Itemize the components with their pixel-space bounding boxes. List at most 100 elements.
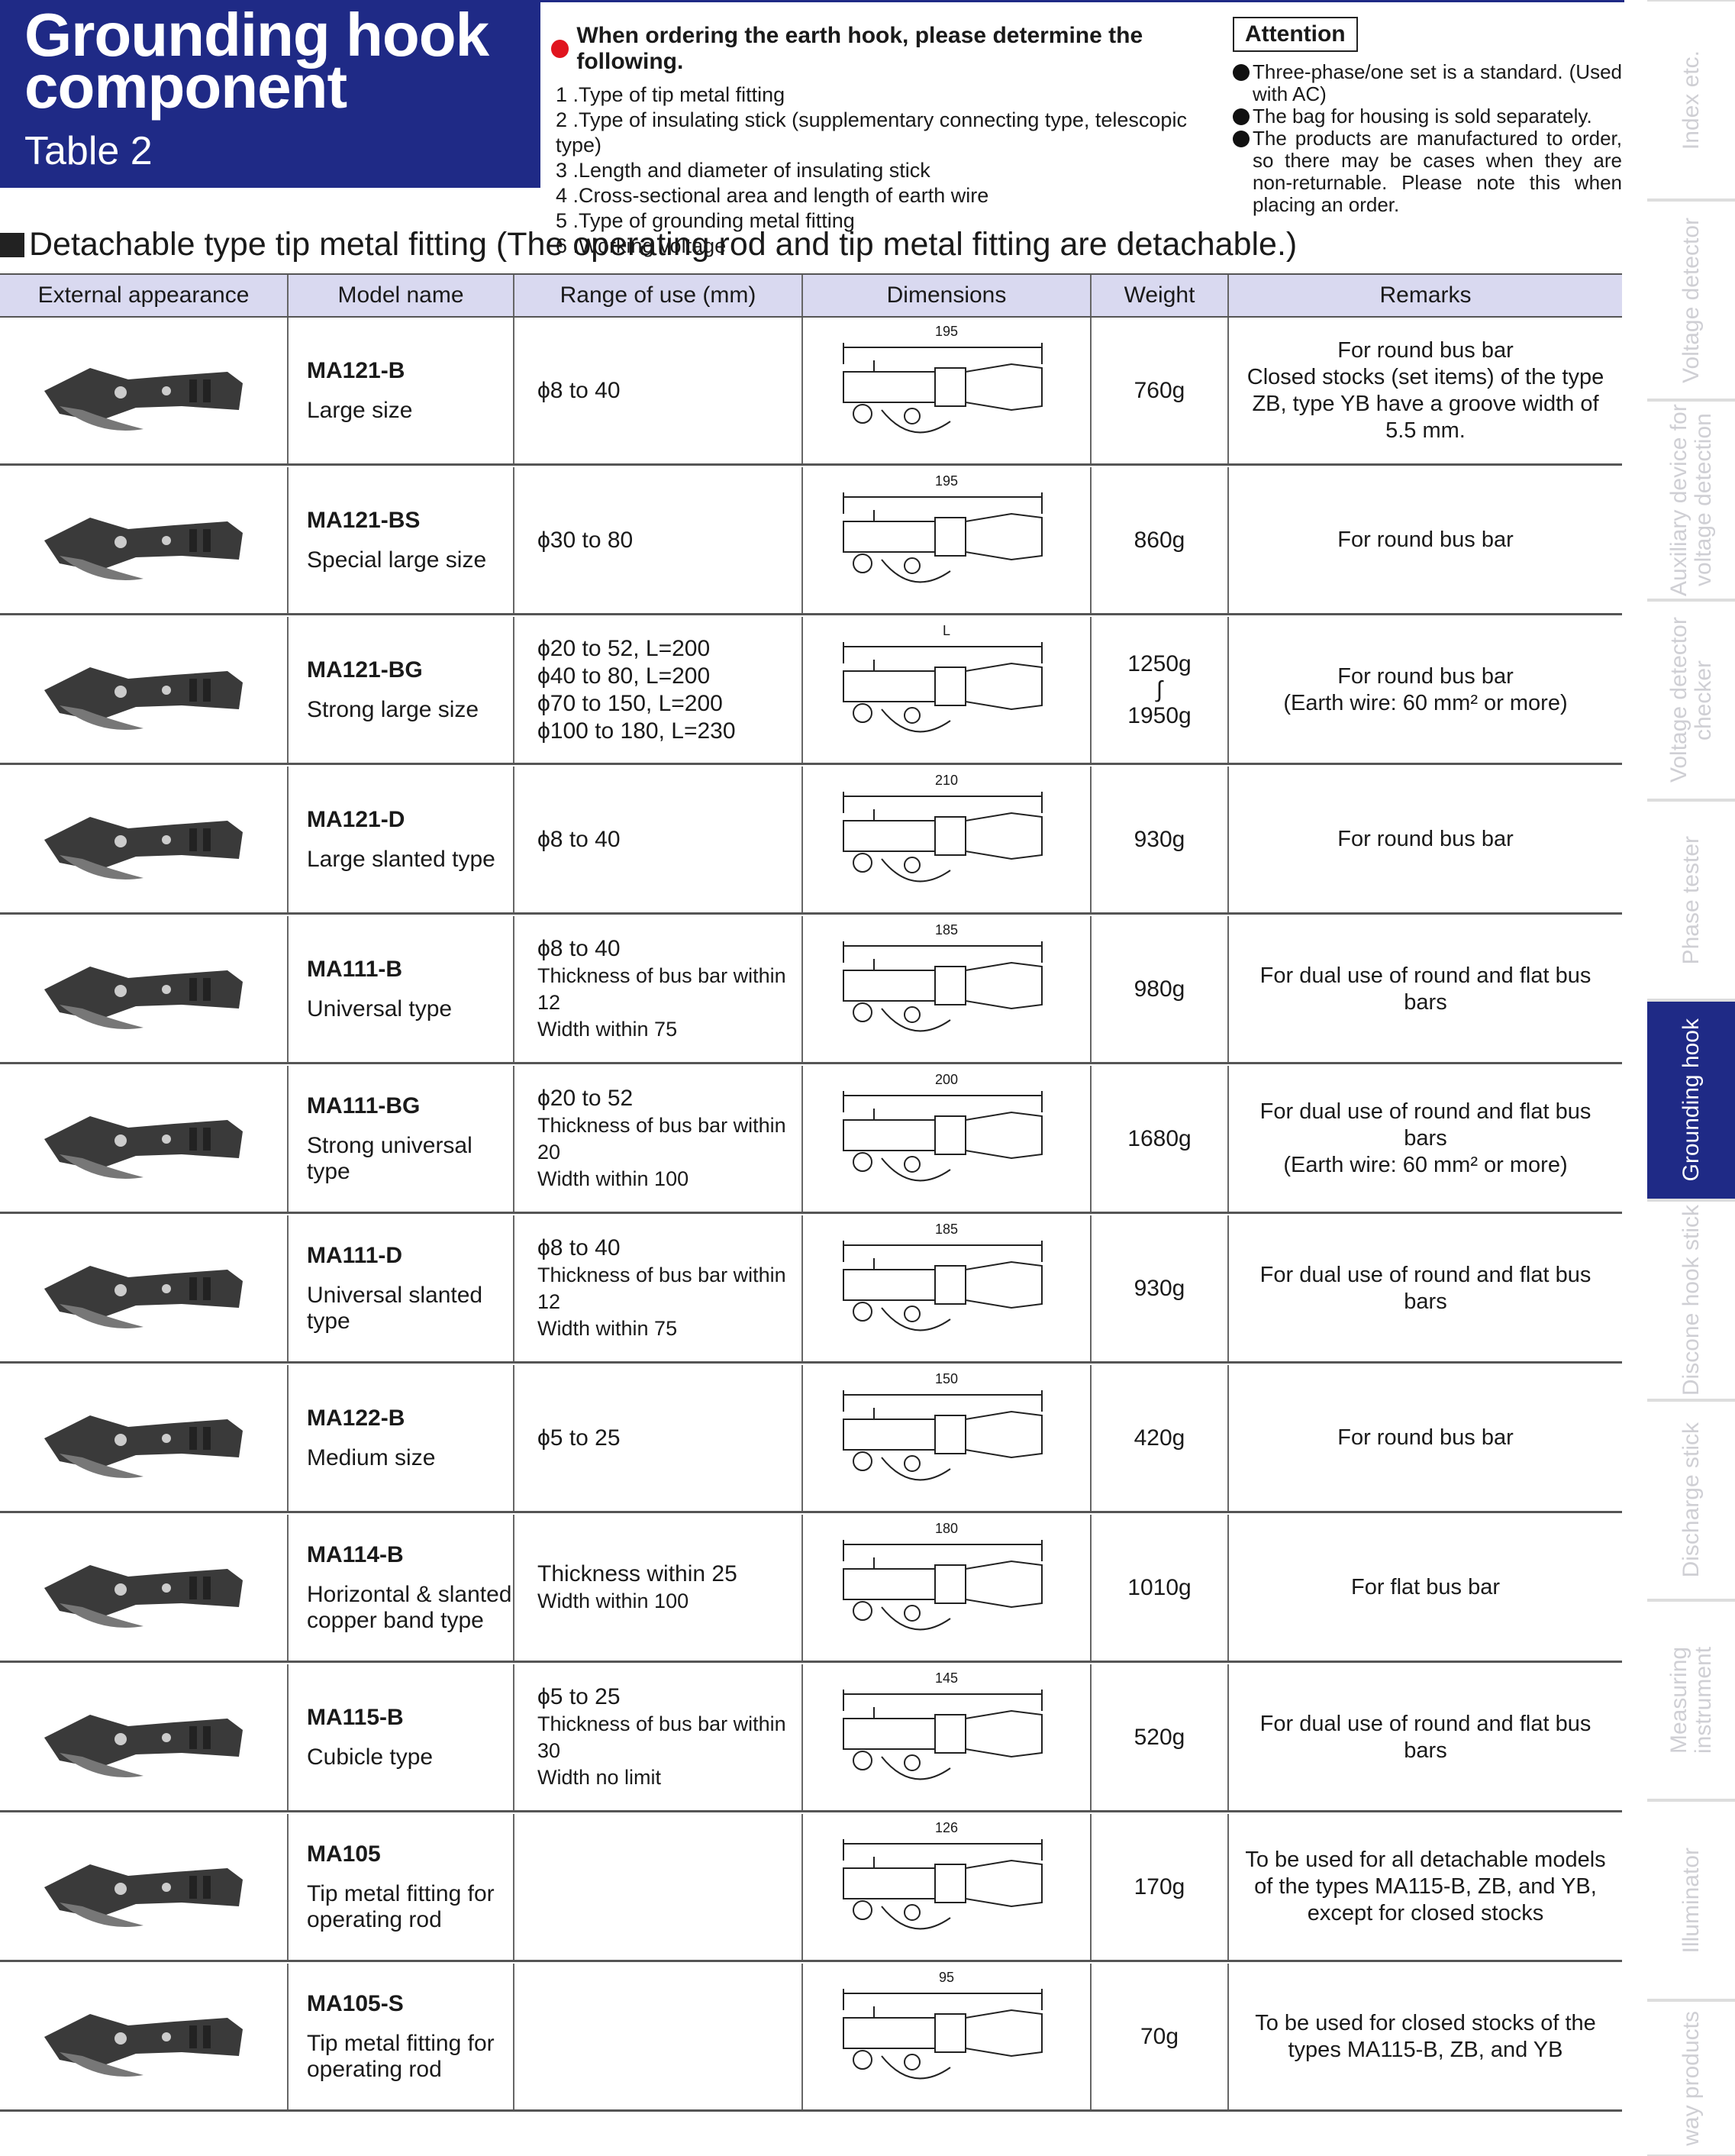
ordering-item: 2 .Type of insulating stick (supplementa… — [556, 108, 1187, 157]
range-cell: ϕ8 to 40 — [513, 318, 801, 463]
model-cell: MA115-B Cubicle type — [287, 1664, 513, 1810]
dimension-drawing-icon — [843, 1838, 1043, 1929]
product-photo-icon — [29, 786, 258, 893]
dimension-drawing-icon — [843, 1539, 1043, 1630]
table-row: MA121-B Large size ϕ8 to 40 195 760g For… — [0, 318, 1622, 466]
sidebar-tab[interactable]: way products — [1647, 2000, 1735, 2156]
table-body: MA121-B Large size ϕ8 to 40 195 760g For… — [0, 318, 1622, 2112]
dimension-drawing-icon — [843, 641, 1043, 732]
model-description: Strong large size — [307, 696, 479, 722]
sidebar-tab[interactable]: Phase tester — [1647, 800, 1735, 1000]
header-cell: Dimensions — [801, 275, 1090, 316]
table-row: MA111-BG Strong universal type ϕ20 to 52… — [0, 1066, 1622, 1214]
dimensions-cell: L — [801, 617, 1090, 763]
ordering-item: 5 .Type of grounding metal fitting — [556, 209, 855, 232]
range-cell: Thickness within 25 Width within 100 — [513, 1515, 801, 1661]
model-cell: MA121-BS Special large size — [287, 467, 513, 613]
weight-cell: 170g — [1090, 1814, 1227, 1960]
table-row: MA122-B Medium size ϕ5 to 25 150 420g Fo… — [0, 1365, 1622, 1513]
table-row: MA105 Tip metal fitting for operating ro… — [0, 1814, 1622, 1962]
appearance-cell — [0, 1814, 287, 1960]
range-line: ϕ100 to 180, L=230 — [537, 718, 736, 744]
dimensions-cell: 185 — [801, 916, 1090, 1062]
remarks-cell: For round bus bar (Earth wire: 60 mm² or… — [1227, 617, 1622, 763]
range-line: ϕ70 to 150, L=200 — [537, 690, 723, 716]
product-photo-icon — [29, 1683, 258, 1791]
sidebar-tab[interactable]: Auxiliary device for voltage detection — [1647, 400, 1735, 600]
range-line: Thickness of bus bar within 20 — [537, 1114, 786, 1164]
bullet-icon — [1233, 108, 1250, 125]
ordering-item: 3 .Length and diameter of insulating sti… — [556, 159, 930, 182]
weight-cell: 860g — [1090, 467, 1227, 613]
table-header: External appearance Model name Range of … — [0, 273, 1622, 318]
model-description: Special large size — [307, 547, 487, 573]
dimensions-cell: 185 — [801, 1215, 1090, 1361]
sidebar-tab[interactable]: Discharge stick — [1647, 1400, 1735, 1600]
table-row: MA111-B Universal type ϕ8 to 40 Thicknes… — [0, 916, 1622, 1064]
appearance-cell — [0, 1964, 287, 2109]
sidebar-tab[interactable]: Voltage detector — [1647, 200, 1735, 400]
product-photo-icon — [29, 486, 258, 594]
ordering-item: 4 .Cross-sectional area and length of ea… — [556, 184, 989, 207]
ordering-info: When ordering the earth hook, please det… — [551, 23, 1238, 259]
header-cell: Model name — [287, 275, 513, 316]
product-photo-icon — [29, 1833, 258, 1941]
dimension-drawing-icon — [843, 1389, 1043, 1480]
weight-cell: 980g — [1090, 916, 1227, 1062]
range-main: ϕ20 to 52, L=200 — [537, 635, 711, 661]
model-name: MA121-B — [307, 357, 405, 383]
dimension-label: 150 — [934, 1371, 959, 1386]
dimension-label: 180 — [934, 1521, 959, 1536]
range-main: ϕ20 to 52 — [537, 1086, 634, 1111]
range-main: ϕ5 to 25 — [537, 1425, 621, 1451]
product-photo-icon — [29, 1235, 258, 1342]
sidebar-tab-label: Voltage detector — [1678, 217, 1704, 383]
remarks-cell: For round bus bar — [1227, 1365, 1622, 1511]
range-line: Width within 100 — [537, 1167, 689, 1190]
weight-cell: 1250g ∫ 1950g — [1090, 617, 1227, 763]
sidebar-tab[interactable]: Illuminator — [1647, 1800, 1735, 2000]
range-cell — [513, 1964, 801, 2109]
range-line: Thickness of bus bar within 30 — [537, 1712, 786, 1762]
product-photo-icon — [29, 636, 258, 744]
weight-cell: 930g — [1090, 767, 1227, 912]
ordering-heading: When ordering the earth hook, please det… — [551, 23, 1238, 75]
sidebar-tab[interactable]: Discone hook stick — [1647, 1200, 1735, 1400]
page-title-line1: Grounding hook — [24, 1, 489, 69]
remarks-cell: To be used for all detachable models of … — [1227, 1814, 1622, 1960]
section-title-text: Detachable type tip metal fitting (The o… — [29, 226, 1298, 263]
attention-item: Three-phase/one set is a standard. (Used… — [1233, 61, 1622, 105]
dimensions-cell: 180 — [801, 1515, 1090, 1661]
dimension-drawing-icon — [843, 1988, 1043, 2079]
ordering-item: 6 .Working voltage — [556, 234, 727, 257]
remarks-cell: For round bus bar Closed stocks (set ite… — [1227, 318, 1622, 463]
sidebar-tab[interactable]: Measuring instrument — [1647, 1600, 1735, 1800]
sidebar-tab-label: Discharge stick — [1678, 1422, 1704, 1578]
sidebar-tab[interactable]: Grounding hook — [1647, 1000, 1735, 1200]
sidebar-tab[interactable]: Voltage detector checker — [1647, 600, 1735, 800]
range-line: Width within 100 — [537, 1590, 689, 1612]
model-cell: MA122-B Medium size — [287, 1365, 513, 1511]
weight-cell: 1010g — [1090, 1515, 1227, 1661]
dimensions-cell: 195 — [801, 467, 1090, 613]
dimension-drawing-icon — [843, 1240, 1043, 1331]
sidebar-tab-label: Measuring instrument — [1666, 1646, 1716, 1754]
dimension-label: 95 — [938, 1970, 955, 1985]
product-table: External appearance Model name Range of … — [0, 273, 1622, 2113]
attention-text: Three-phase/one set is a standard. (Used… — [1253, 60, 1622, 105]
model-name: MA105-S — [307, 1990, 404, 2016]
appearance-cell — [0, 1365, 287, 1511]
appearance-cell — [0, 617, 287, 763]
model-cell: MA111-D Universal slanted type — [287, 1215, 513, 1361]
remarks-cell: For dual use of round and flat bus bars — [1227, 916, 1622, 1062]
dimension-label: 185 — [934, 922, 959, 938]
model-description: Cubicle type — [307, 1744, 434, 1770]
bullet-icon — [1233, 131, 1250, 147]
sidebar-tab[interactable]: Index etc. — [1647, 0, 1735, 200]
remarks-cell: For flat bus bar — [1227, 1515, 1622, 1661]
model-name: MA122-B — [307, 1405, 405, 1431]
product-photo-icon — [29, 1534, 258, 1641]
bullet-icon — [1233, 64, 1250, 81]
model-description: Large size — [307, 397, 413, 423]
